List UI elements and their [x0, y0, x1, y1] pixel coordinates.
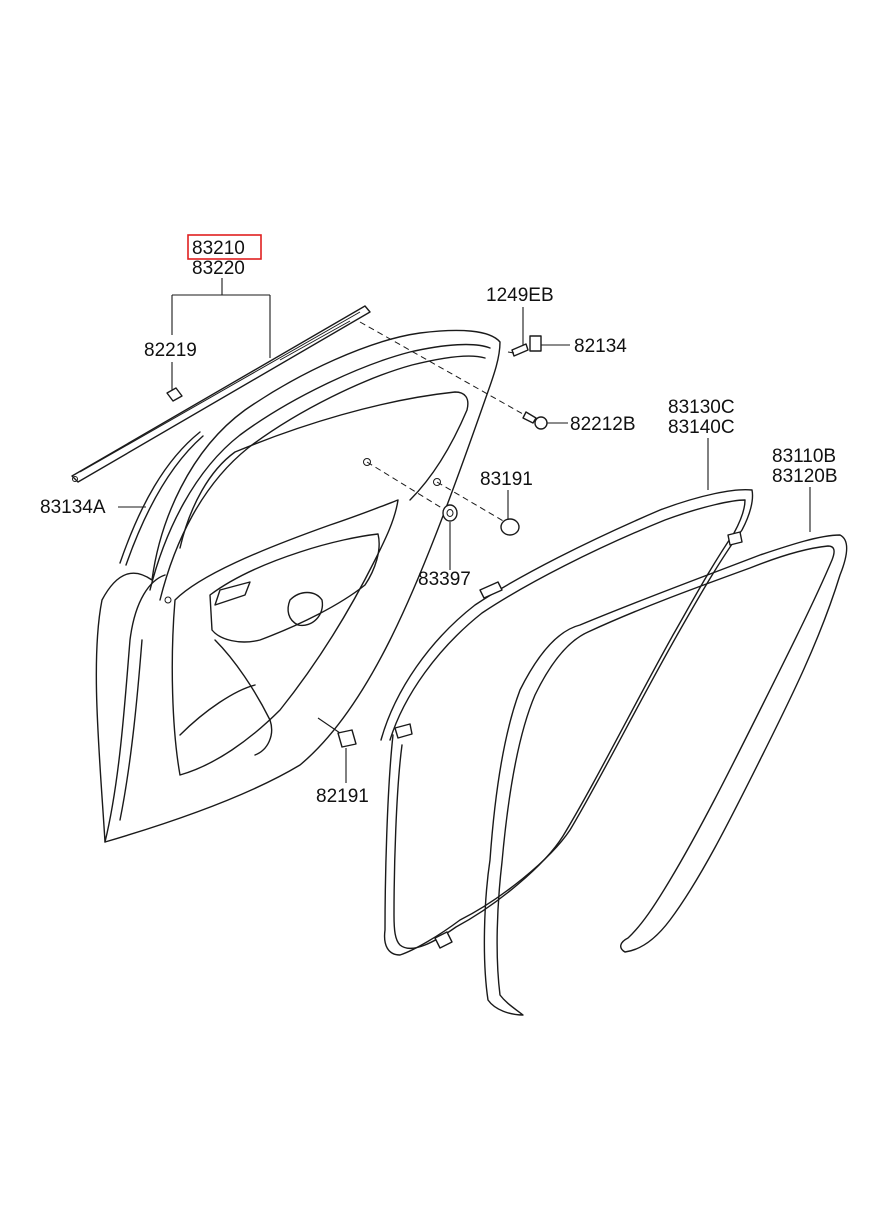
weatherstrip-83130c: [380, 488, 754, 956]
label-83397[interactable]: 83397: [418, 569, 471, 590]
guide-lines: [359, 321, 531, 523]
plug-83191: [500, 518, 520, 536]
label-83140c[interactable]: 83140C: [668, 417, 735, 438]
label-83130c[interactable]: 83130C: [668, 397, 735, 418]
highlight-box: [187, 234, 262, 260]
label-82134[interactable]: 82134: [574, 336, 627, 357]
label-83191[interactable]: 83191: [480, 469, 533, 490]
nut-82134: [529, 335, 542, 352]
label-82212b[interactable]: 82212B: [570, 414, 636, 435]
leader-lines: [118, 278, 811, 783]
label-83134a[interactable]: 83134A: [40, 497, 106, 518]
weatherstrip-83110b: [483, 534, 848, 1016]
screw-82212b: [522, 411, 548, 430]
label-82219[interactable]: 82219: [144, 340, 197, 361]
label-83120b[interactable]: 83120B: [772, 466, 838, 487]
label-83110b[interactable]: 83110B: [772, 446, 836, 467]
label-82191[interactable]: 82191: [316, 786, 369, 807]
label-83220[interactable]: 83220: [192, 258, 245, 279]
pad-83397: [442, 504, 458, 522]
weatherstrip-83134a: [119, 431, 204, 566]
bumper-82191: [317, 717, 357, 748]
part-labels: 83210 83220 82219 83134A 1249EB 82134 82…: [40, 238, 838, 807]
bolt-1249eb: [507, 343, 529, 357]
label-83210[interactable]: 83210: [192, 238, 245, 259]
door-trim-panel: [95, 329, 501, 843]
label-1249eb[interactable]: 1249EB: [486, 285, 554, 306]
belt-moulding: [71, 305, 371, 483]
clip-82219: [166, 387, 183, 402]
